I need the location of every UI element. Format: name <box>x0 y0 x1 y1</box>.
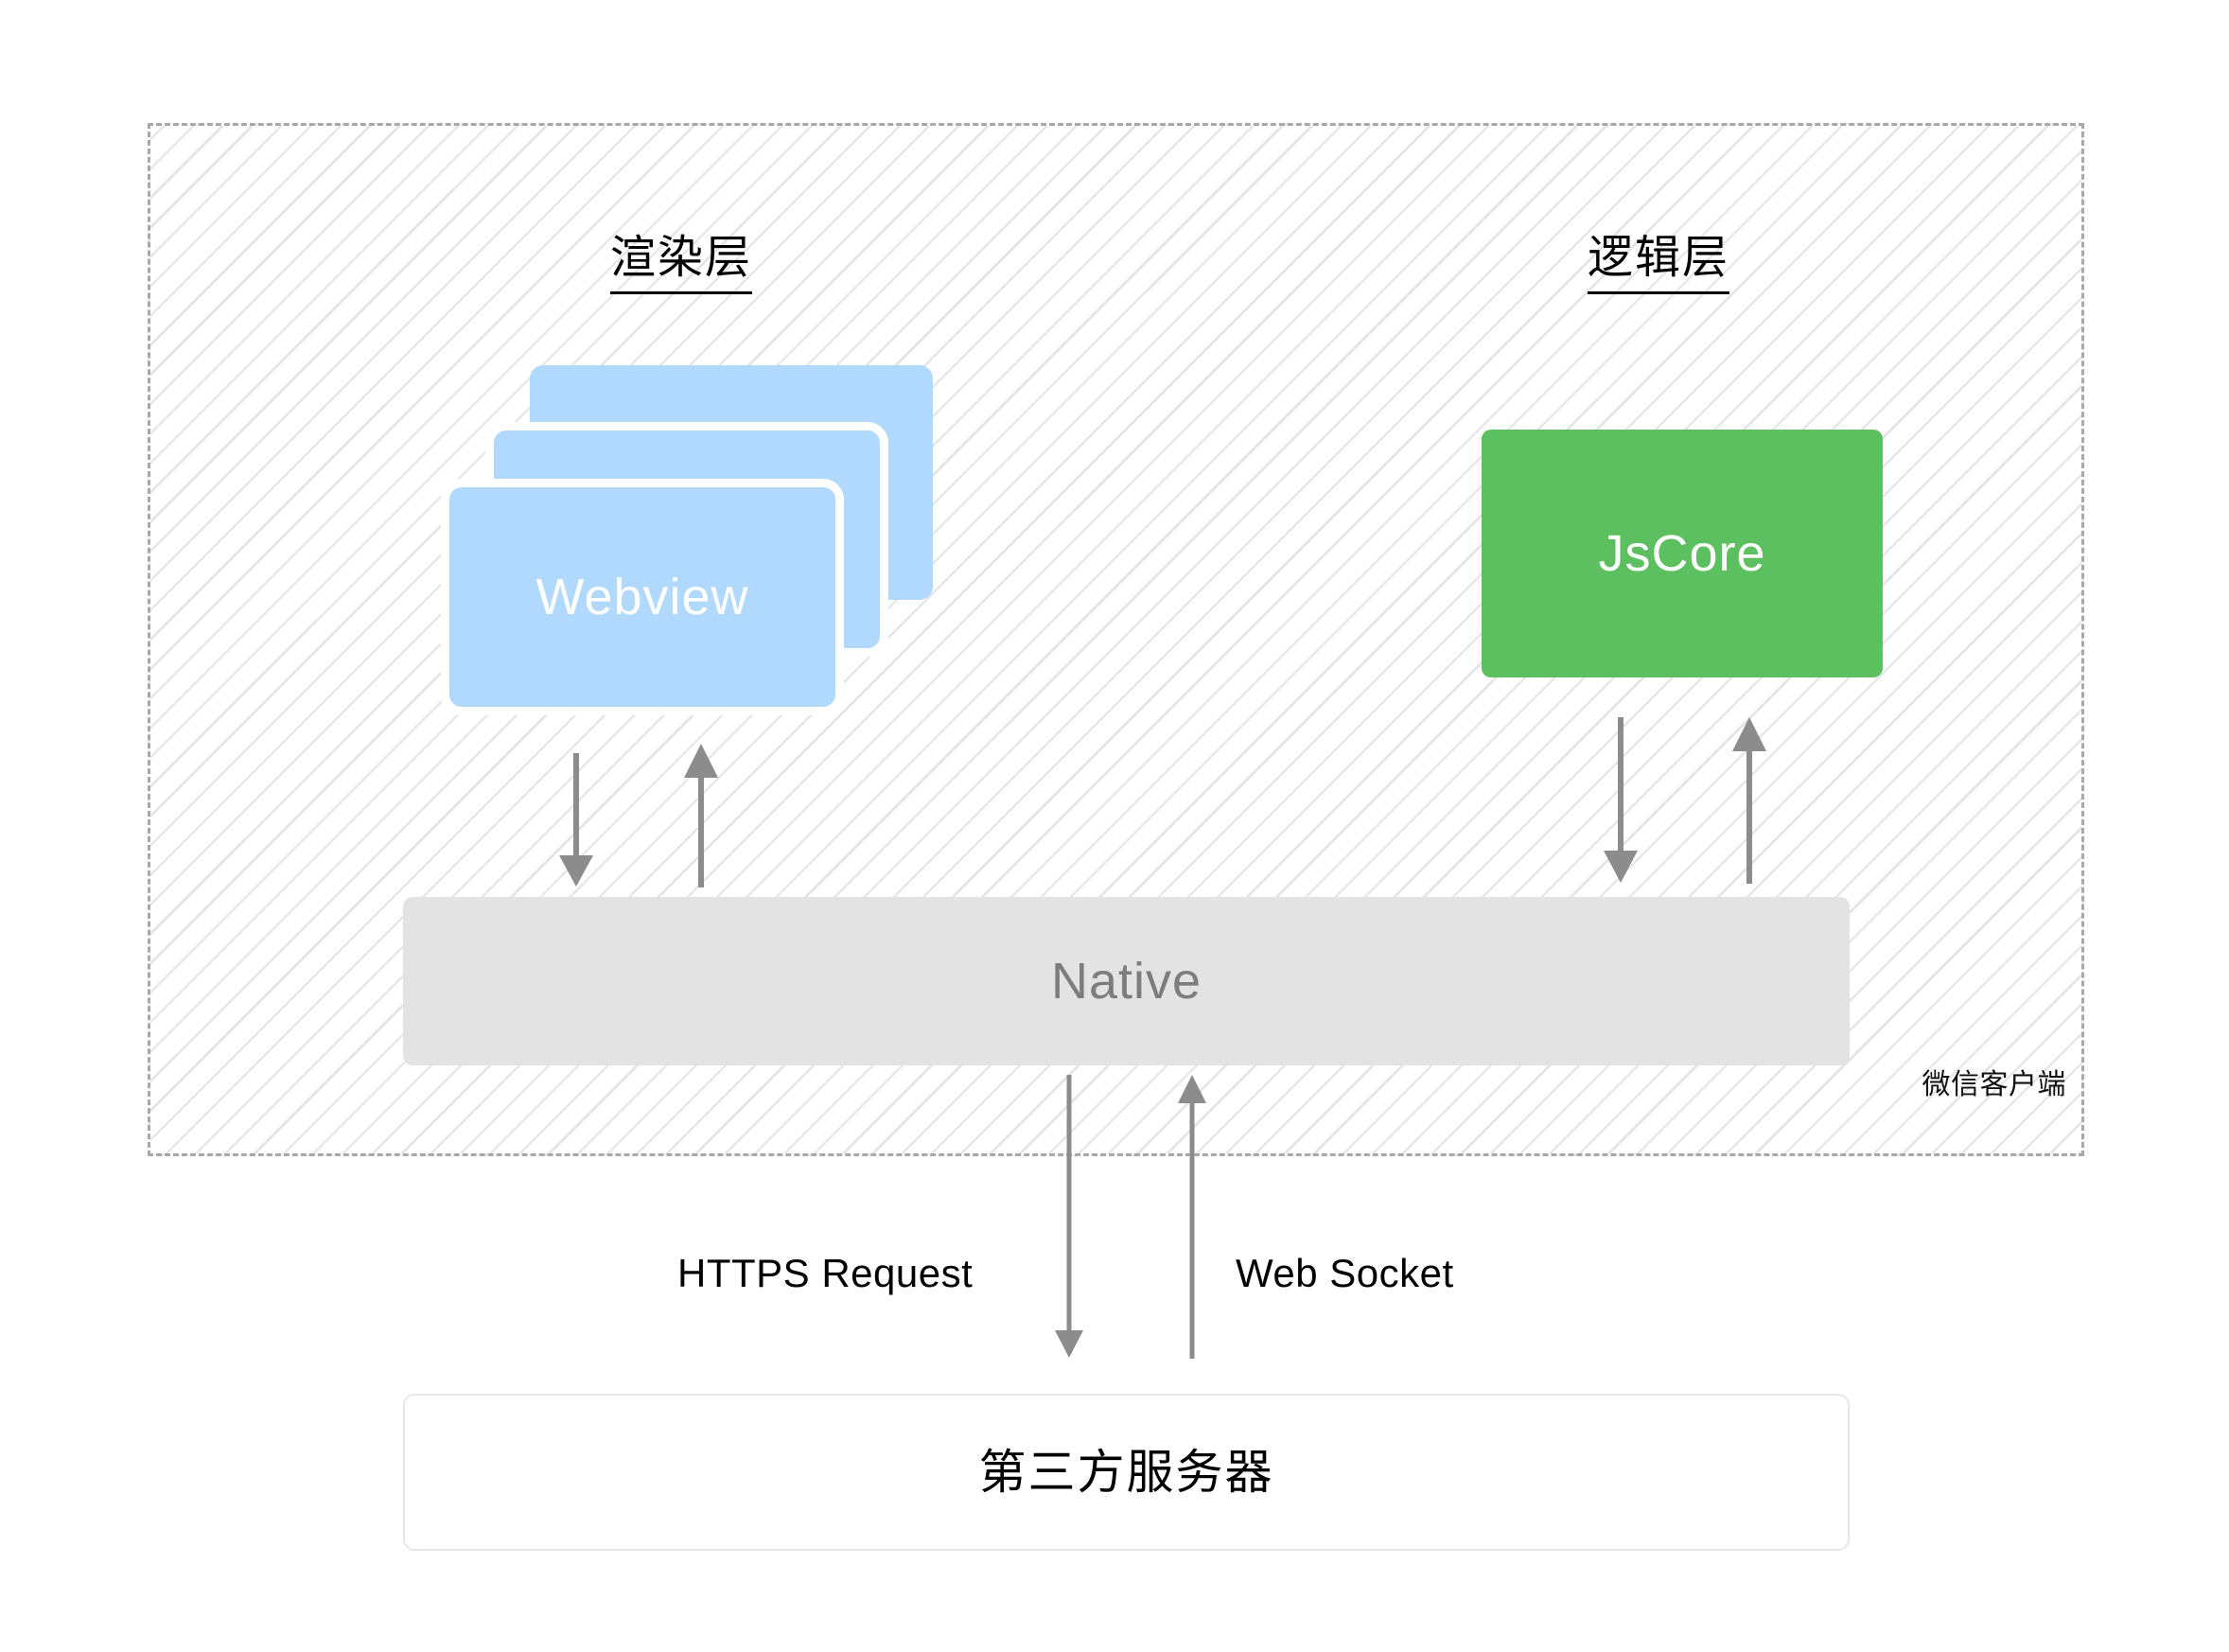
jscore-label: JsCore <box>1598 525 1766 582</box>
https-request-label: HTTPS Request <box>677 1251 974 1295</box>
webview-stack[interactable]: Webview <box>441 365 933 744</box>
arrow-native-to-webview <box>679 744 723 888</box>
webview-label: Webview <box>535 569 749 625</box>
web-socket-label: Web Socket <box>1236 1251 1454 1295</box>
arrow-web-socket <box>1173 1075 1211 1359</box>
logic-layer-title: 逻辑层 <box>1588 220 1730 294</box>
webview-card-front[interactable]: Webview <box>441 479 844 715</box>
third-party-server-node[interactable]: 第三方服务器 <box>403 1394 1850 1551</box>
arrow-jscore-to-native <box>1599 717 1642 884</box>
arrow-webview-to-native <box>554 753 598 888</box>
native-node[interactable]: Native <box>403 897 1850 1065</box>
third-party-server-label: 第三方服务器 <box>978 1446 1274 1499</box>
native-label: Native <box>1050 953 1202 1010</box>
render-layer-title: 渲染层 <box>610 220 753 294</box>
jscore-node[interactable]: JsCore <box>1482 430 1883 677</box>
wechat-client-label: 微信客户端 <box>1922 1069 2066 1100</box>
arrow-https-request <box>1050 1075 1088 1359</box>
arrow-native-to-jscore <box>1728 717 1771 884</box>
